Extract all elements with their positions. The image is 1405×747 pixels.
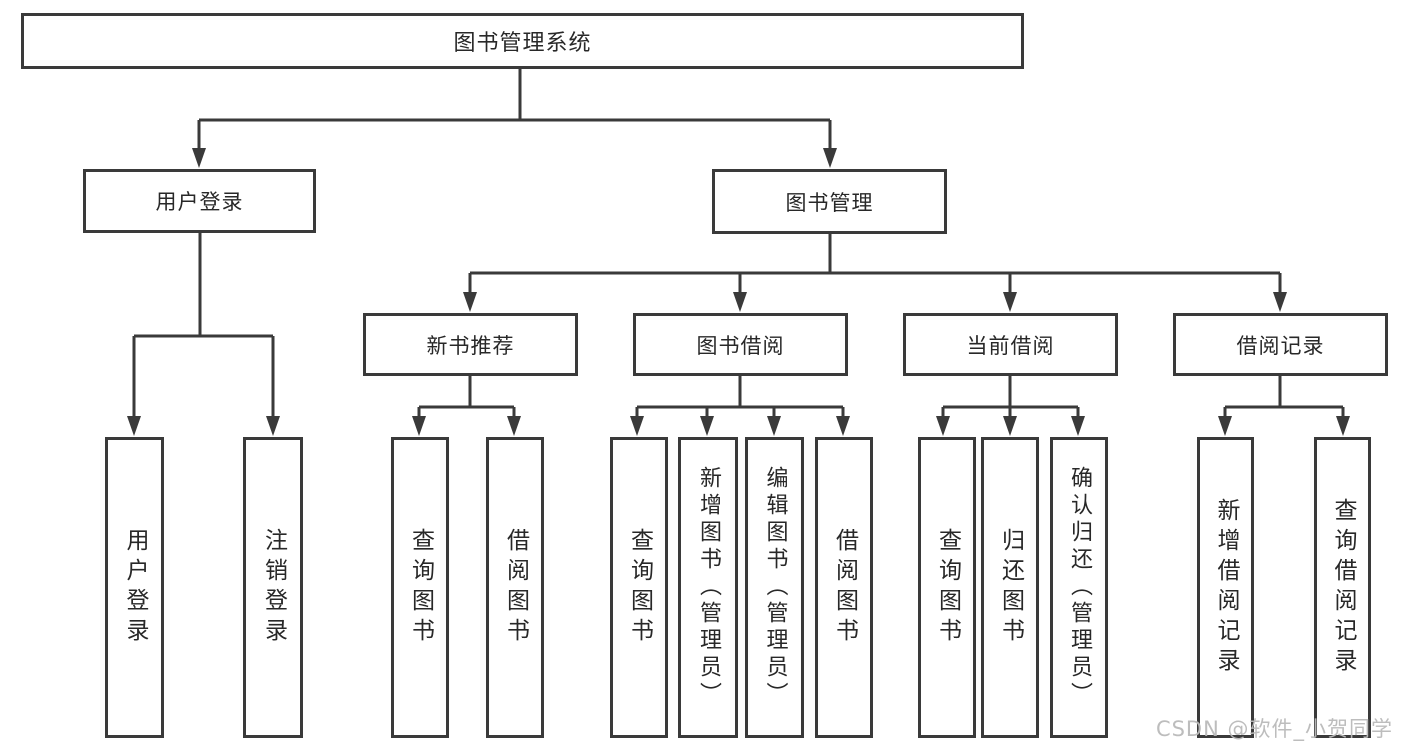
arrow-icon: [1003, 416, 1017, 436]
node-query-borrow-record: 查询借阅记录: [1314, 437, 1371, 738]
node-edit-book-admin: 编辑图书（管理员）: [745, 437, 804, 738]
node-label: 借阅图书: [502, 527, 529, 648]
node-label: 注销登录: [260, 527, 287, 648]
node-label: 查询图书: [934, 527, 961, 648]
node-label: 图书管理系统: [453, 31, 592, 56]
node-label: 图书管理: [785, 190, 874, 215]
node-current-borrowing: 当前借阅: [903, 313, 1118, 376]
node-label: 新书推荐: [426, 333, 515, 358]
node-label: 借阅记录: [1236, 333, 1325, 358]
node-label: 查询图书: [626, 527, 653, 648]
watermark: CSDN @软件_小贺同学: [1155, 717, 1393, 741]
node-book-management: 图书管理: [712, 169, 947, 234]
node-new-book-recommend: 新书推荐: [363, 313, 578, 376]
node-query-books-borrowing: 查询图书: [610, 437, 668, 738]
node-label: 当前借阅: [966, 333, 1055, 358]
arrow-icon: [1273, 292, 1287, 312]
node-label: 确认归还（管理员）: [1067, 466, 1092, 709]
node-confirm-return-admin: 确认归还（管理员）: [1050, 437, 1108, 738]
node-label: 编辑图书（管理员）: [762, 466, 788, 709]
arrow-icon: [1336, 416, 1350, 436]
node-label: 图书借阅: [696, 333, 785, 358]
arrow-icon: [463, 292, 477, 312]
node-logout: 注销登录: [243, 437, 303, 738]
arrow-icon: [1218, 416, 1232, 436]
node-borrow-books: 借阅图书: [815, 437, 873, 738]
node-add-borrow-record: 新增借阅记录: [1197, 437, 1254, 738]
arrow-icon: [823, 148, 837, 168]
node-label: 借阅图书: [831, 527, 858, 648]
node-label: 归还图书: [997, 527, 1024, 648]
arrow-icon: [630, 416, 644, 436]
arrow-icon: [733, 292, 747, 312]
arrow-icon: [507, 416, 521, 436]
arrow-icon: [767, 416, 781, 436]
node-query-books-recommend: 查询图书: [391, 437, 449, 738]
node-borrow-records: 借阅记录: [1173, 313, 1388, 376]
arrow-icon: [1003, 292, 1017, 312]
node-label: 查询借阅记录: [1330, 497, 1356, 678]
arrow-icon: [1071, 416, 1085, 436]
arrow-icon: [192, 148, 206, 168]
node-book-borrowing: 图书借阅: [633, 313, 848, 376]
arrow-icon: [412, 416, 426, 436]
arrow-icon: [936, 416, 950, 436]
node-label: 新增借阅记录: [1213, 497, 1239, 678]
arrow-icon: [127, 416, 141, 436]
node-user-login: 用户登录: [105, 437, 164, 738]
arrow-icon: [836, 416, 850, 436]
node-library-management-system: 图书管理系统: [21, 13, 1024, 69]
arrow-icon: [700, 416, 714, 436]
node-return-books: 归还图书: [981, 437, 1039, 738]
arrow-icon: [266, 416, 280, 436]
node-label: 新增图书（管理员）: [696, 466, 721, 709]
node-label: 查询图书: [407, 527, 434, 648]
node-user-login-branch: 用户登录: [83, 169, 316, 233]
node-borrow-books-recommend: 借阅图书: [486, 437, 544, 738]
node-add-book-admin: 新增图书（管理员）: [678, 437, 738, 738]
node-query-books-current: 查询图书: [918, 437, 976, 738]
node-label: 用户登录: [122, 527, 148, 648]
node-label: 用户登录: [155, 190, 244, 214]
